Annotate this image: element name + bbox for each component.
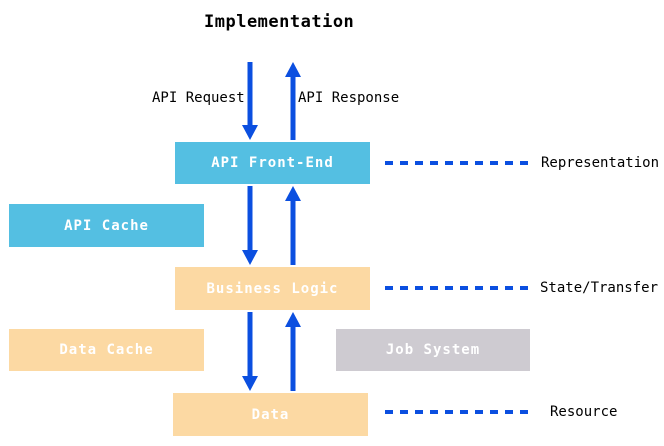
data-label: Data	[251, 406, 290, 423]
arrow-head-down-icon	[242, 125, 258, 140]
business-logic-box: Business Logic	[175, 267, 370, 310]
arrow-head-up-icon	[285, 186, 301, 201]
arrow-shaft	[290, 75, 296, 140]
api-cache-label: API Cache	[64, 217, 149, 234]
logic-to-data-arrow	[242, 312, 258, 391]
data-cache-label: Data Cache	[59, 342, 154, 358]
api-front-end-box: API Front-End	[175, 142, 370, 184]
api-front-end-label: API Front-End	[211, 155, 334, 171]
state-transfer-label: State/Transfer	[540, 280, 659, 296]
business-logic-label: Business Logic	[206, 280, 339, 297]
job-system-label: Job System	[385, 342, 481, 358]
resource-dash-line	[385, 410, 528, 414]
arrow-shaft	[247, 62, 253, 127]
arrow-shaft	[247, 312, 253, 378]
resource-label: Resource	[550, 404, 618, 420]
frontend-to-logic-arrow	[242, 186, 258, 265]
representation-label: Representation	[541, 155, 660, 171]
api-response-arrow	[285, 62, 301, 140]
logic-to-frontend-arrow	[285, 186, 301, 265]
api-cache-box: API Cache	[9, 204, 204, 247]
arrow-head-up-icon	[285, 62, 301, 77]
api-request-label: API Request	[152, 90, 245, 106]
arrow-shaft	[290, 199, 296, 265]
arrow-head-up-icon	[285, 312, 301, 327]
api-response-label: API Response	[298, 90, 400, 106]
data-to-logic-arrow	[285, 312, 301, 391]
api-request-arrow	[242, 62, 258, 140]
data-cache-box: Data Cache	[9, 329, 204, 371]
state-transfer-dash-line	[385, 286, 528, 290]
arrow-head-down-icon	[242, 376, 258, 391]
representation-dash-line	[385, 161, 528, 165]
job-system-box: Job System	[336, 329, 530, 371]
arrow-head-down-icon	[242, 250, 258, 265]
arrow-shaft	[290, 325, 296, 391]
data-box: Data	[173, 393, 368, 436]
arrow-shaft	[247, 186, 253, 252]
diagram-title: Implementation	[204, 12, 355, 32]
